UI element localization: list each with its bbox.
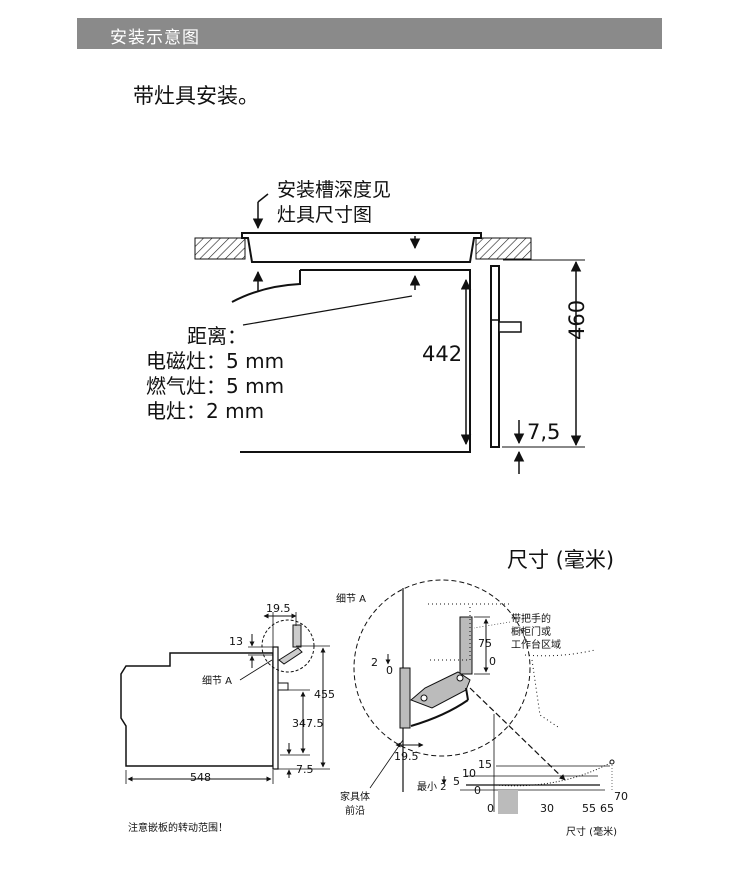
x-0: 0 xyxy=(487,802,494,815)
hinge-plate xyxy=(459,616,473,675)
dim-0-right: 0 xyxy=(489,655,496,668)
gap-electric: 电灶：2 mm xyxy=(146,399,264,423)
y-10: 10 xyxy=(462,767,476,780)
gap-title: 距离： xyxy=(187,324,247,348)
cabinet-line2: 橱柜门或 xyxy=(511,625,551,638)
oven-under-hob-diagram: 安装槽深度见 灶具尺寸图 距离： 电磁灶：5 mm 燃气灶：5 mm 电灶：2 … xyxy=(146,179,589,474)
callout-line2: 灶具尺寸图 xyxy=(277,204,372,226)
worktop-left xyxy=(194,237,246,260)
rotation-note: 注意嵌板的转动范围！ xyxy=(128,821,228,834)
units-bottom: 尺寸 (毫米) xyxy=(566,825,617,838)
callout-line1: 安装槽深度见 xyxy=(277,179,391,201)
x-70: 70 xyxy=(614,790,628,803)
dim-7-5-small: 7.5 xyxy=(296,763,314,776)
detail-a-label: 细节 A xyxy=(202,674,232,687)
oven-side-body xyxy=(120,652,273,767)
oven-top-step xyxy=(231,270,301,303)
dim-13: 13 xyxy=(229,635,243,648)
gap-induction: 电磁灶：5 mm xyxy=(146,349,284,373)
dim-442: 442 xyxy=(422,342,462,366)
x-55: 55 xyxy=(582,802,596,815)
oven-door xyxy=(490,265,500,448)
dim-455: 455 xyxy=(314,688,335,701)
door-edge xyxy=(399,667,411,729)
furniture-block xyxy=(498,790,518,814)
dim-7-5: 7,5 xyxy=(527,420,560,444)
worktop-right xyxy=(475,237,532,260)
oven-side-view: 细节 A 19.5 13 455 347.5 7.5 548 注意嵌板的转动范围… xyxy=(120,602,335,834)
dim-19-5: 19.5 xyxy=(266,602,291,615)
y-15: 15 xyxy=(478,758,492,771)
detail-a-callout: 细节 A xyxy=(336,592,366,605)
hob-outline xyxy=(241,232,482,263)
swing-curve xyxy=(495,761,613,787)
dim-19-5-detail: 19.5 xyxy=(394,750,419,763)
cabinet-line1: 带把手的 xyxy=(511,612,551,625)
x-30: 30 xyxy=(540,802,554,815)
oven-side-knob xyxy=(277,682,289,691)
x-65: 65 xyxy=(600,802,614,815)
y-5: 5 xyxy=(453,775,460,788)
cabinet-line3: 工作台区域 xyxy=(511,638,561,651)
swing-range-plot: 15 10 最小 2 5 0 0 30 55 65 70 尺寸 (毫米) xyxy=(417,714,628,838)
dim-0-left: 0 xyxy=(386,664,393,677)
dim-460: 460 xyxy=(565,300,589,340)
y-0: 0 xyxy=(474,784,481,797)
dim-548: 548 xyxy=(190,771,211,784)
dim-2: 2 xyxy=(371,656,378,669)
dim-347-5: 347.5 xyxy=(292,717,324,730)
section-subtitle: 带灶具安装。 xyxy=(133,84,259,108)
oven-side-front xyxy=(272,646,279,770)
gap-gas: 燃气灶：5 mm xyxy=(146,374,284,398)
units-title: 尺寸 (毫米) xyxy=(507,548,614,572)
header-bar: 安装示意图 xyxy=(77,18,662,49)
front-edge-line2: 前沿 xyxy=(345,804,365,817)
detail-a-big-circle xyxy=(353,579,531,757)
detail-a-enlarged: 细节 A 带把手的 橱柜门或 工作台区域 75 0 2 0 19.5 家具体 前… xyxy=(336,579,596,817)
header-title: 安装示意图 xyxy=(110,28,200,48)
min-label: 最小 2 xyxy=(417,781,447,793)
front-edge-line1: 家具体 xyxy=(340,790,370,803)
oven-knob xyxy=(498,321,522,333)
dim-75: 75 xyxy=(478,637,492,650)
